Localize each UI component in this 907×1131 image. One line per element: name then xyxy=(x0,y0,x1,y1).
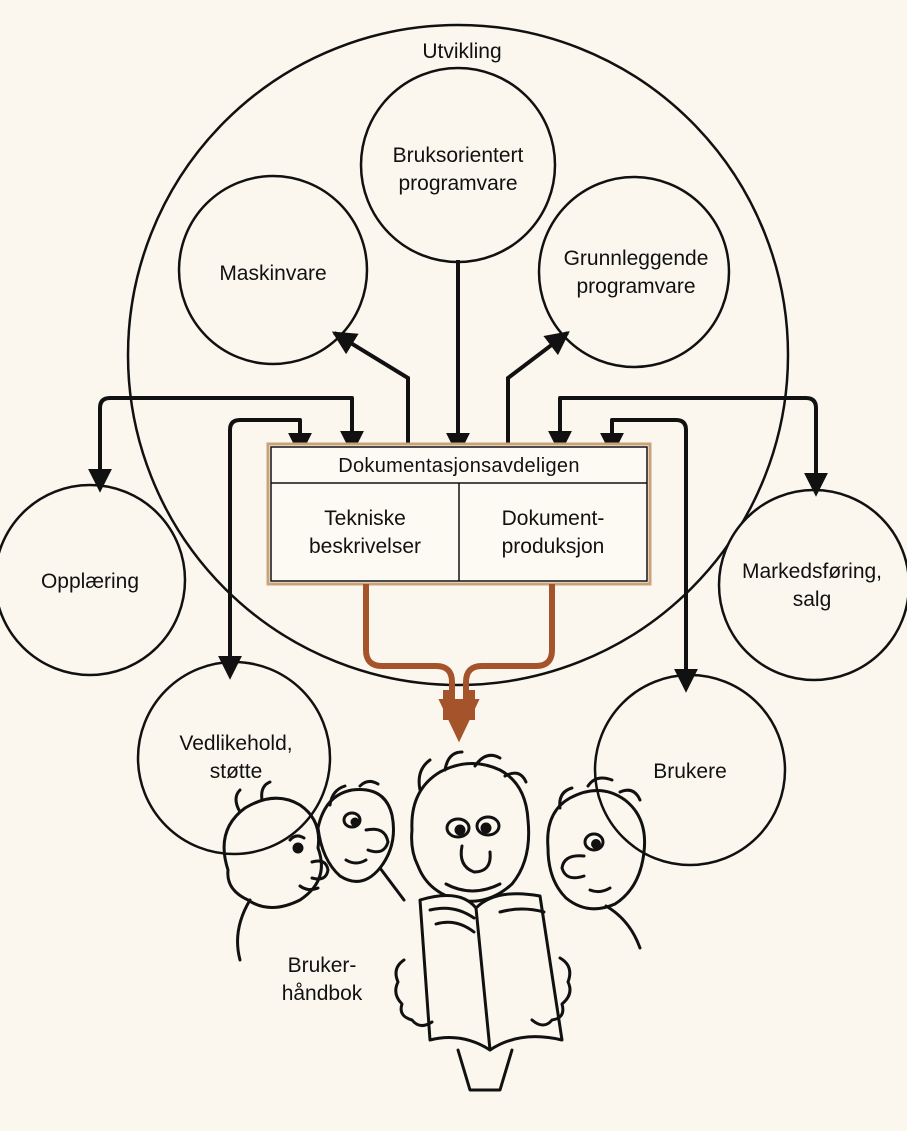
node-bruksorientert-line2: programvare xyxy=(398,172,517,195)
arrow-brukere xyxy=(600,418,698,693)
department-right-line2: produksjon xyxy=(502,535,605,558)
arrows-inner xyxy=(331,260,570,457)
node-vedlikehold-line2: støtte xyxy=(210,760,263,783)
department-right-line1: Dokument- xyxy=(502,507,605,530)
arrow-vedlikehold xyxy=(218,418,312,680)
node-opplaering-line1: Opplæring xyxy=(41,570,139,593)
department-title: Dokumentasjonsavdeligen xyxy=(338,455,580,477)
arrow-dept-to-grunnleggende xyxy=(506,331,570,454)
arrow-markedsforing xyxy=(548,396,828,497)
svg-text:programvare: programvare xyxy=(398,172,517,195)
svg-text:Vedlikehold,: Vedlikehold, xyxy=(179,732,292,755)
svg-text:Markedsføring,: Markedsføring, xyxy=(742,560,882,583)
node-bruksorientert: Bruksorientert programvare xyxy=(359,66,557,264)
node-vedlikehold: Vedlikehold, støtte xyxy=(136,660,332,856)
arrow-dept-to-maskinvare xyxy=(331,331,410,454)
node-brukere-line1: Brukere xyxy=(653,760,727,783)
node-grunnleggende: Grunnleggende programvare xyxy=(537,175,731,369)
arrow-opplaering xyxy=(88,396,364,493)
output-label-line2: håndbok xyxy=(282,982,363,1005)
svg-text:Maskinvare: Maskinvare xyxy=(219,262,326,285)
arrows-outer xyxy=(88,396,828,693)
node-markedsforing: Markedsføring, salg xyxy=(717,488,907,682)
svg-text:Bruker-: Bruker- xyxy=(288,954,357,977)
svg-text:salg: salg xyxy=(793,588,832,611)
svg-text:Dokumentasjonsavdeligen: Dokumentasjonsavdeligen xyxy=(338,455,580,477)
output-label-line1: Bruker- xyxy=(288,954,357,977)
outer-circle-utvikling xyxy=(126,23,790,687)
svg-text:Opplæring: Opplæring xyxy=(41,570,139,593)
node-maskinvare: Maskinvare xyxy=(177,174,369,366)
node-vedlikehold-line1: Vedlikehold, xyxy=(179,732,292,755)
svg-text:Bruksorientert: Bruksorientert xyxy=(393,144,524,167)
department-box: Dokumentasjonsavdeligen Tekniske beskriv… xyxy=(266,442,652,586)
node-grunnleggende-line1: Grunnleggende xyxy=(564,247,709,270)
node-markedsforing-line2: salg xyxy=(793,588,832,611)
node-opplaering: Opplæring xyxy=(0,483,187,677)
department-left-line2: beskrivelser xyxy=(309,535,421,558)
node-bruksorientert-line1: Bruksorientert xyxy=(393,144,524,167)
svg-text:håndbok: håndbok xyxy=(282,982,363,1005)
svg-text:støtte: støtte xyxy=(210,760,263,783)
svg-text:Brukere: Brukere xyxy=(653,760,727,783)
svg-text:programvare: programvare xyxy=(576,275,695,298)
node-brukere: Brukere xyxy=(593,673,787,867)
department-left-line1: Tekniske xyxy=(324,507,406,530)
svg-text:Grunnleggende: Grunnleggende xyxy=(564,247,709,270)
node-grunnleggende-line2: programvare xyxy=(576,275,695,298)
svg-text:produksjon: produksjon xyxy=(502,535,605,558)
svg-text:Dokument-: Dokument- xyxy=(502,507,605,530)
output-arrow xyxy=(363,584,555,743)
node-maskinvare-line1: Maskinvare xyxy=(219,262,326,285)
outer-label: Utvikling xyxy=(422,40,501,63)
node-markedsforing-line1: Markedsføring, xyxy=(742,560,882,583)
readers-illustration xyxy=(222,750,647,1092)
svg-text:beskrivelser: beskrivelser xyxy=(309,535,421,558)
svg-text:Tekniske: Tekniske xyxy=(324,507,406,530)
